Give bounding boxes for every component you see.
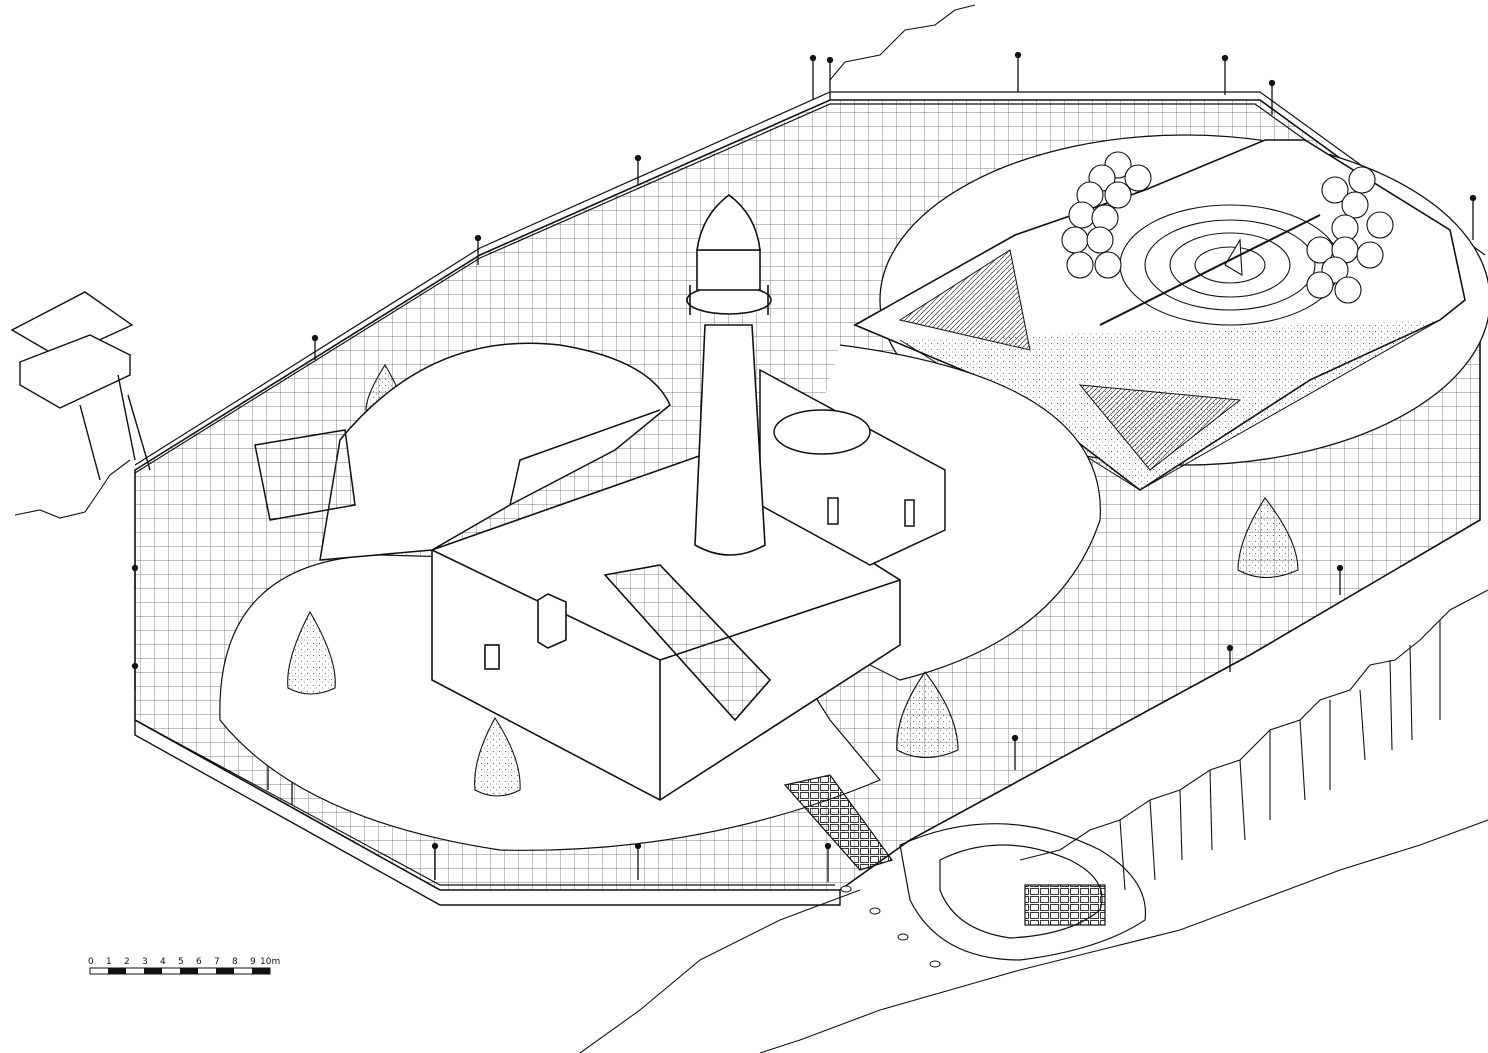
scale-tick-9: 9 <box>250 957 256 967</box>
main-house <box>431 454 901 801</box>
tree-stumps <box>840 885 941 968</box>
spiral-maze <box>1099 204 1341 326</box>
garden-trees <box>1061 151 1394 304</box>
cobble-path <box>783 774 893 871</box>
watchtower <box>10 291 151 481</box>
scale-tick-10m: 10m <box>260 957 280 967</box>
scale-tick-1: 1 <box>106 957 112 967</box>
scale-tick-2: 2 <box>124 957 130 967</box>
scale-tick-3: 3 <box>142 957 148 967</box>
scale-tick-7: 7 <box>214 957 220 967</box>
lighthouse-tower <box>686 194 772 556</box>
cliff-outline <box>14 4 1488 1053</box>
scale-tick-4: 4 <box>160 957 166 967</box>
ruin-enclosure <box>899 823 1147 961</box>
cone-trees <box>287 363 1299 797</box>
curved-wing <box>254 342 671 561</box>
scale-bar-segments <box>108 968 270 974</box>
scale-tick-8: 8 <box>232 957 238 967</box>
scale-tick-5: 5 <box>178 957 184 967</box>
scale-bar: 0 1 2 3 4 5 6 7 8 9 10m <box>88 957 280 975</box>
scale-tick-6: 6 <box>196 957 202 967</box>
oval-garden <box>853 134 1488 491</box>
scale-tick-0: 0 <box>88 957 94 967</box>
